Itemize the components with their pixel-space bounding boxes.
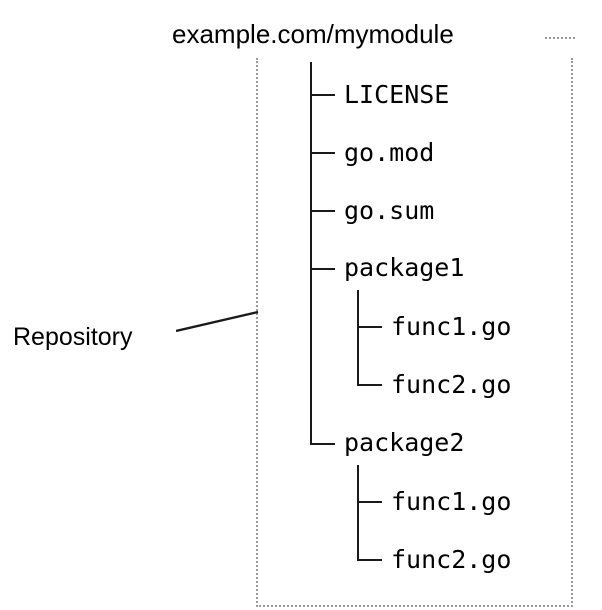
tree-branch-license: [310, 94, 335, 96]
subtree-branch-package2-func1: [357, 501, 382, 503]
subtree-branch-package1-func2: [357, 384, 382, 386]
tree-node-package1: package1: [344, 253, 465, 282]
repository-boundary-top-segment: [545, 37, 575, 39]
tree-branch-go-sum: [310, 210, 335, 212]
module-path-title: example.com/mymodule: [172, 19, 454, 49]
tree-node-go-sum: go.sum: [344, 196, 435, 225]
tree-node-package1-func1: func1.go: [391, 312, 512, 341]
subtree-trunk-package1: [357, 290, 359, 384]
repository-callout-label: Repository: [13, 323, 133, 351]
tree-branch-go-mod: [310, 152, 335, 154]
subtree-branch-package2-func2: [357, 559, 382, 561]
tree-trunk-level-1: [310, 62, 312, 444]
tree-node-go-mod: go.mod: [344, 138, 435, 167]
repository-boundary-box: [256, 58, 573, 607]
tree-node-package2-func2: func2.go: [391, 545, 512, 574]
tree-branch-package2: [310, 443, 335, 445]
subtree-trunk-package2: [357, 465, 359, 559]
tree-node-package2-func1: func1.go: [391, 487, 512, 516]
tree-node-package2: package2: [344, 428, 465, 457]
tree-branch-package1: [310, 268, 335, 270]
leader-line-icon: [176, 310, 259, 333]
tree-node-license: LICENSE: [344, 80, 450, 109]
tree-node-package1-func2: func2.go: [391, 370, 512, 399]
subtree-branch-package1-func1: [357, 326, 382, 328]
